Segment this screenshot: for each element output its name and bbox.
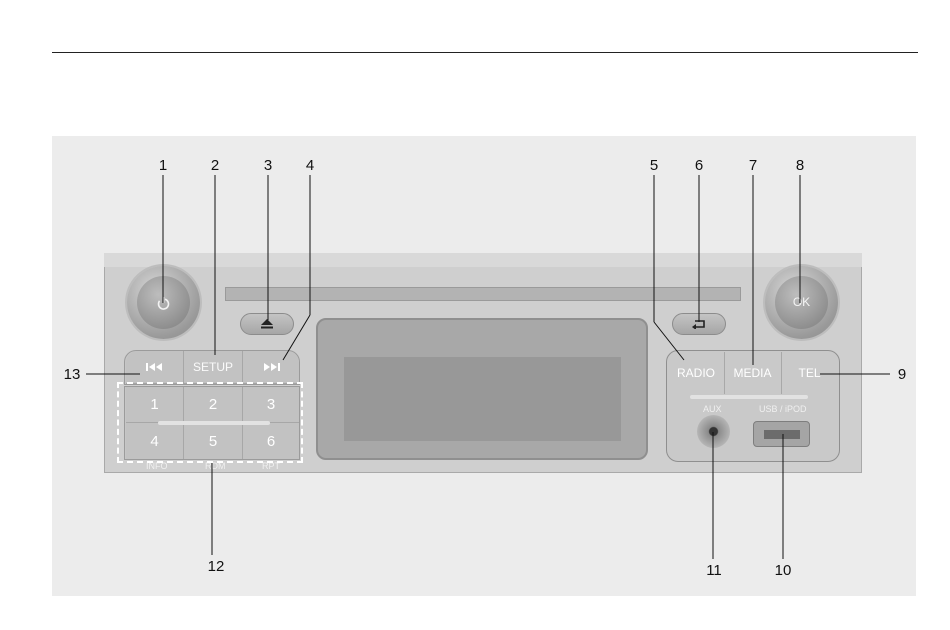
next-button[interactable] bbox=[243, 351, 299, 384]
usb-port-slot bbox=[764, 430, 800, 439]
skip-back-icon bbox=[145, 362, 165, 372]
callout-8: 8 bbox=[788, 157, 812, 174]
back-button[interactable] bbox=[672, 313, 726, 335]
back-icon bbox=[691, 319, 707, 329]
usb-label: USB / iPOD bbox=[759, 404, 807, 414]
tel-button[interactable]: TEL bbox=[781, 352, 838, 394]
callout-4: 4 bbox=[298, 157, 322, 174]
top-rule bbox=[52, 52, 918, 53]
setup-button[interactable]: SETUP bbox=[184, 351, 243, 384]
skip-forward-icon bbox=[261, 362, 281, 372]
callout-7: 7 bbox=[741, 157, 765, 174]
cd-slot bbox=[225, 287, 741, 301]
aux-jack[interactable] bbox=[697, 415, 730, 448]
radio-button[interactable]: RADIO bbox=[668, 352, 725, 394]
eject-button[interactable] bbox=[240, 313, 294, 335]
callout-12: 12 bbox=[204, 558, 228, 575]
callout-6: 6 bbox=[687, 157, 711, 174]
callout-10: 10 bbox=[771, 562, 795, 579]
eject-icon bbox=[260, 319, 274, 329]
aux-label: AUX bbox=[703, 404, 722, 414]
callout-13: 13 bbox=[60, 366, 84, 383]
callout-5: 5 bbox=[642, 157, 666, 174]
callout-11: 11 bbox=[702, 562, 726, 579]
power-icon bbox=[137, 276, 190, 329]
display-screen bbox=[344, 357, 621, 441]
prev-button[interactable] bbox=[126, 351, 184, 384]
callout-9: 9 bbox=[890, 366, 914, 383]
callout-1: 1 bbox=[151, 157, 175, 174]
ok-label: OK bbox=[775, 295, 828, 309]
callout-2: 2 bbox=[203, 157, 227, 174]
panel-top-edge bbox=[104, 253, 862, 267]
power-knob-face[interactable] bbox=[137, 276, 190, 329]
preset-highlight-frame bbox=[117, 382, 303, 463]
callout-3: 3 bbox=[256, 157, 280, 174]
media-button[interactable]: MEDIA bbox=[724, 352, 782, 394]
mode-divider bbox=[690, 395, 808, 399]
